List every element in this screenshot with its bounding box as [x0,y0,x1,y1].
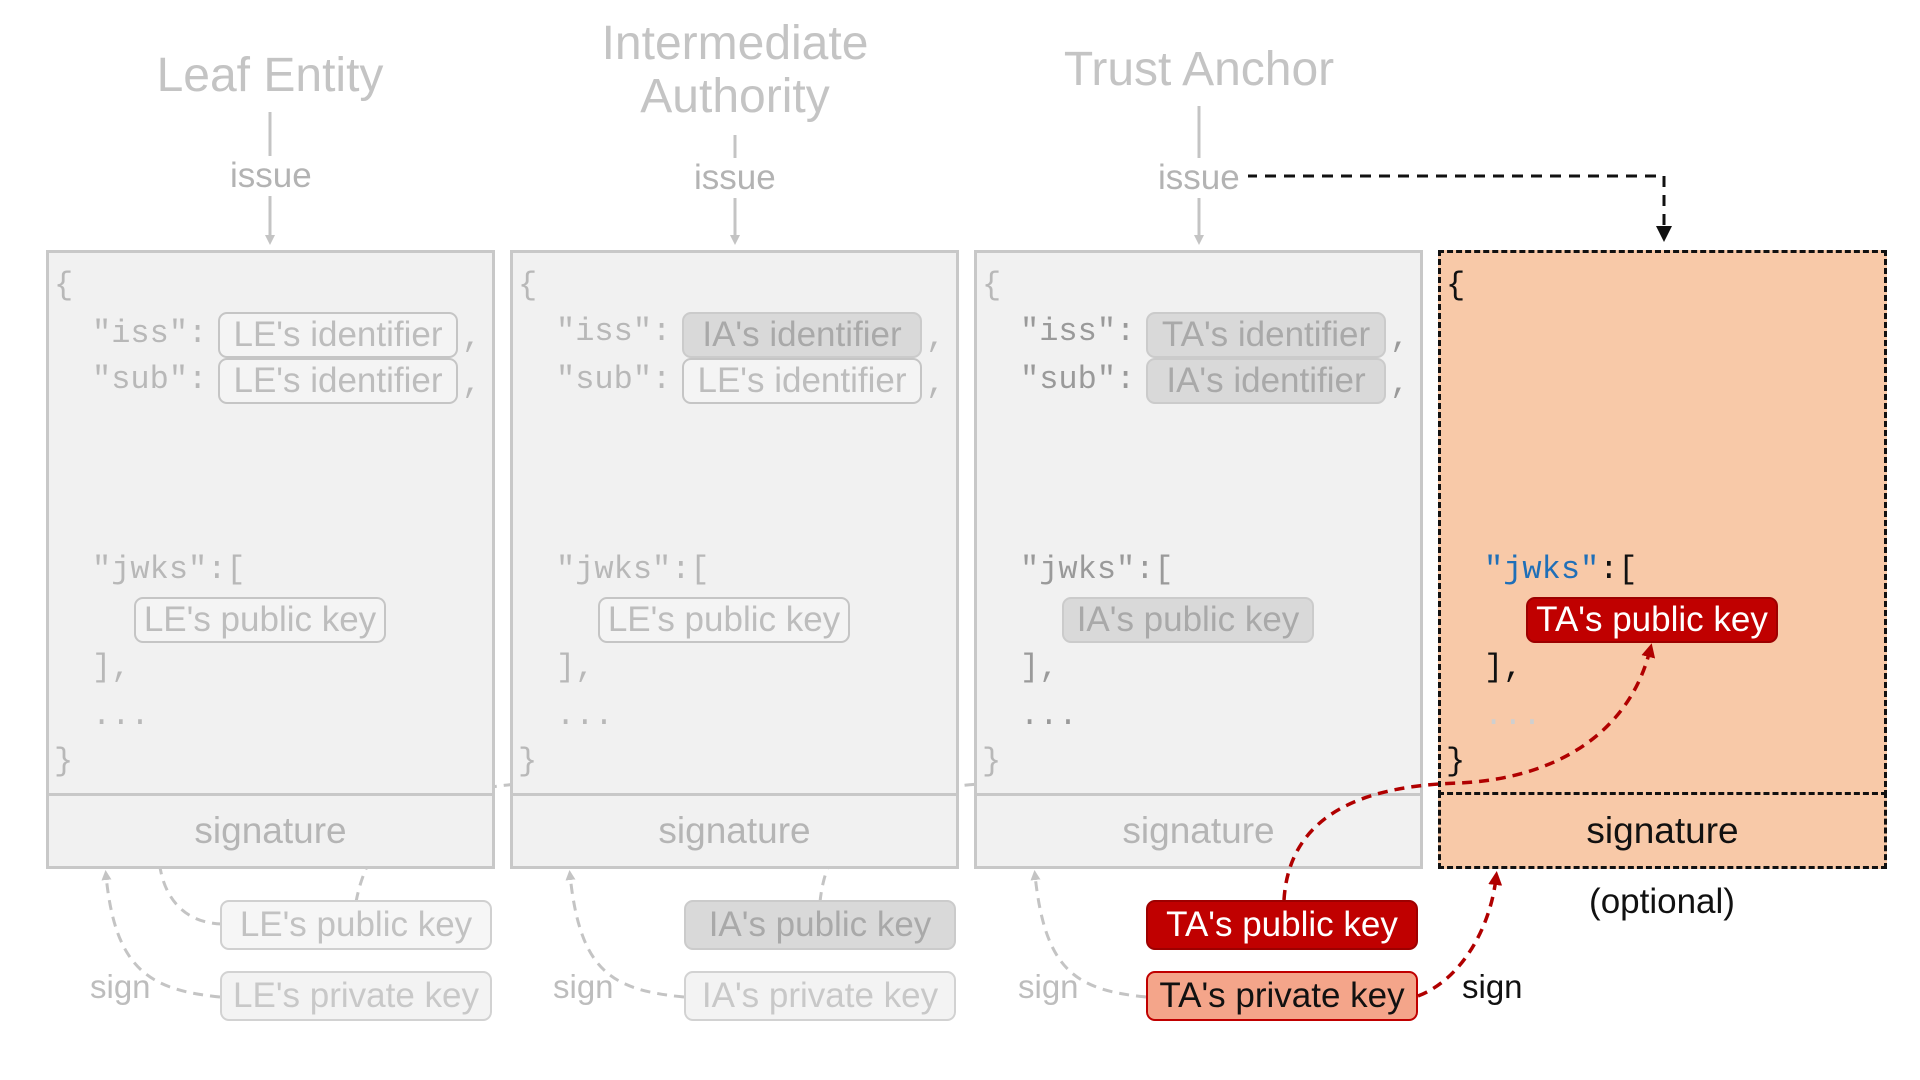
title-intermediate-authority: Intermediate Authority [601,17,869,124]
ta-private-key: TA's private key [1146,971,1418,1021]
open-brace: { [982,267,1002,304]
ellipsis: ... [1020,697,1078,734]
jwks-value: LE's public key [598,597,850,643]
iss-key: "iss": [1020,313,1136,350]
close-brace: } [54,743,74,780]
title-line: Leaf Entity [156,49,384,102]
jwks-key: "jwks":[ [92,551,246,588]
title-line: Trust Anchor [1063,43,1335,96]
sign-arrow-ia [565,870,685,999]
jwks-value: IA's public key [1062,597,1314,643]
jwks-value: LE's public key [134,597,386,643]
ia-public-key: IA's public key [684,900,956,950]
close-brace: } [1446,743,1466,780]
title-leaf-entity: Leaf Entity [156,49,384,103]
sub-key: "sub": [556,361,672,398]
jwks-key: "jwks" [1484,551,1600,588]
sign-arrow-le [101,870,221,999]
title-line: Authority [640,69,830,123]
sign-label-optional: sign [1462,968,1523,1005]
sub-key: "sub": [1020,361,1136,398]
sign-label-ia: sign [553,968,614,1005]
iss-value: LE's identifier [218,312,458,358]
close-bracket: ], [92,649,131,686]
signature-box-ta: signature [974,793,1423,869]
close-bracket: ], [556,649,595,686]
close-brace: } [982,743,1002,780]
comma: , [462,319,482,356]
issue-label-ia: issue [692,158,778,198]
le-public-key: LE's public key [220,900,492,950]
jwks-value-ta-public-key: TA's public key [1526,597,1778,643]
comma: , [1390,365,1410,402]
jwks-colon: :[ [1599,551,1638,588]
signature-label: signature [194,810,347,851]
signature-box-ia: signature [510,793,959,869]
sub-key: "sub": [92,361,208,398]
jwks-key: "jwks":[ [1020,551,1174,588]
title-trust-anchor: Trust Anchor [1063,43,1335,97]
close-brace: } [518,743,538,780]
ellipsis: ... [1484,697,1542,734]
signature-box-le: signature [46,793,495,869]
issue-label-ta: issue [1156,158,1248,198]
sub-value: LE's identifier [218,358,458,404]
sign-arrow-ta [1030,870,1147,999]
sign-label-ta: sign [1018,968,1079,1005]
signature-label: signature [1586,809,1739,851]
signature-label: signature [1122,810,1275,851]
iss-key: "iss": [556,313,672,350]
signature-box-optional: signature [1438,792,1887,869]
jwks-line: "jwks":[ [1484,554,1638,586]
comma: , [462,365,482,402]
ellipsis: ... [556,697,614,734]
iss-value: IA's identifier [682,312,922,358]
close-bracket: ], [1020,649,1059,686]
ta-public-key: TA's public key [1146,900,1418,950]
comma: , [1390,319,1410,356]
ellipsis: ... [92,697,150,734]
comma: , [926,365,946,402]
le-private-key: LE's private key [220,971,492,1021]
title-line: Intermediate [601,17,869,70]
optional-note: (optional) [1589,882,1735,921]
sub-value: IA's identifier [1146,358,1386,404]
iss-key: "iss": [92,315,208,352]
issue-label-le: issue [228,156,314,196]
ia-private-key: IA's private key [684,971,956,1021]
iss-value: TA's identifier [1146,312,1386,358]
close-bracket: ], [1484,649,1523,686]
jwks-key: "jwks":[ [556,551,710,588]
issue-arrow-optional [1246,174,1672,242]
sign-label-le: sign [90,968,151,1005]
sub-value: LE's identifier [682,358,922,404]
open-brace: { [54,267,74,304]
open-brace: { [518,267,538,304]
open-brace: { [1446,267,1466,304]
signature-label: signature [658,810,811,851]
comma: , [926,319,946,356]
